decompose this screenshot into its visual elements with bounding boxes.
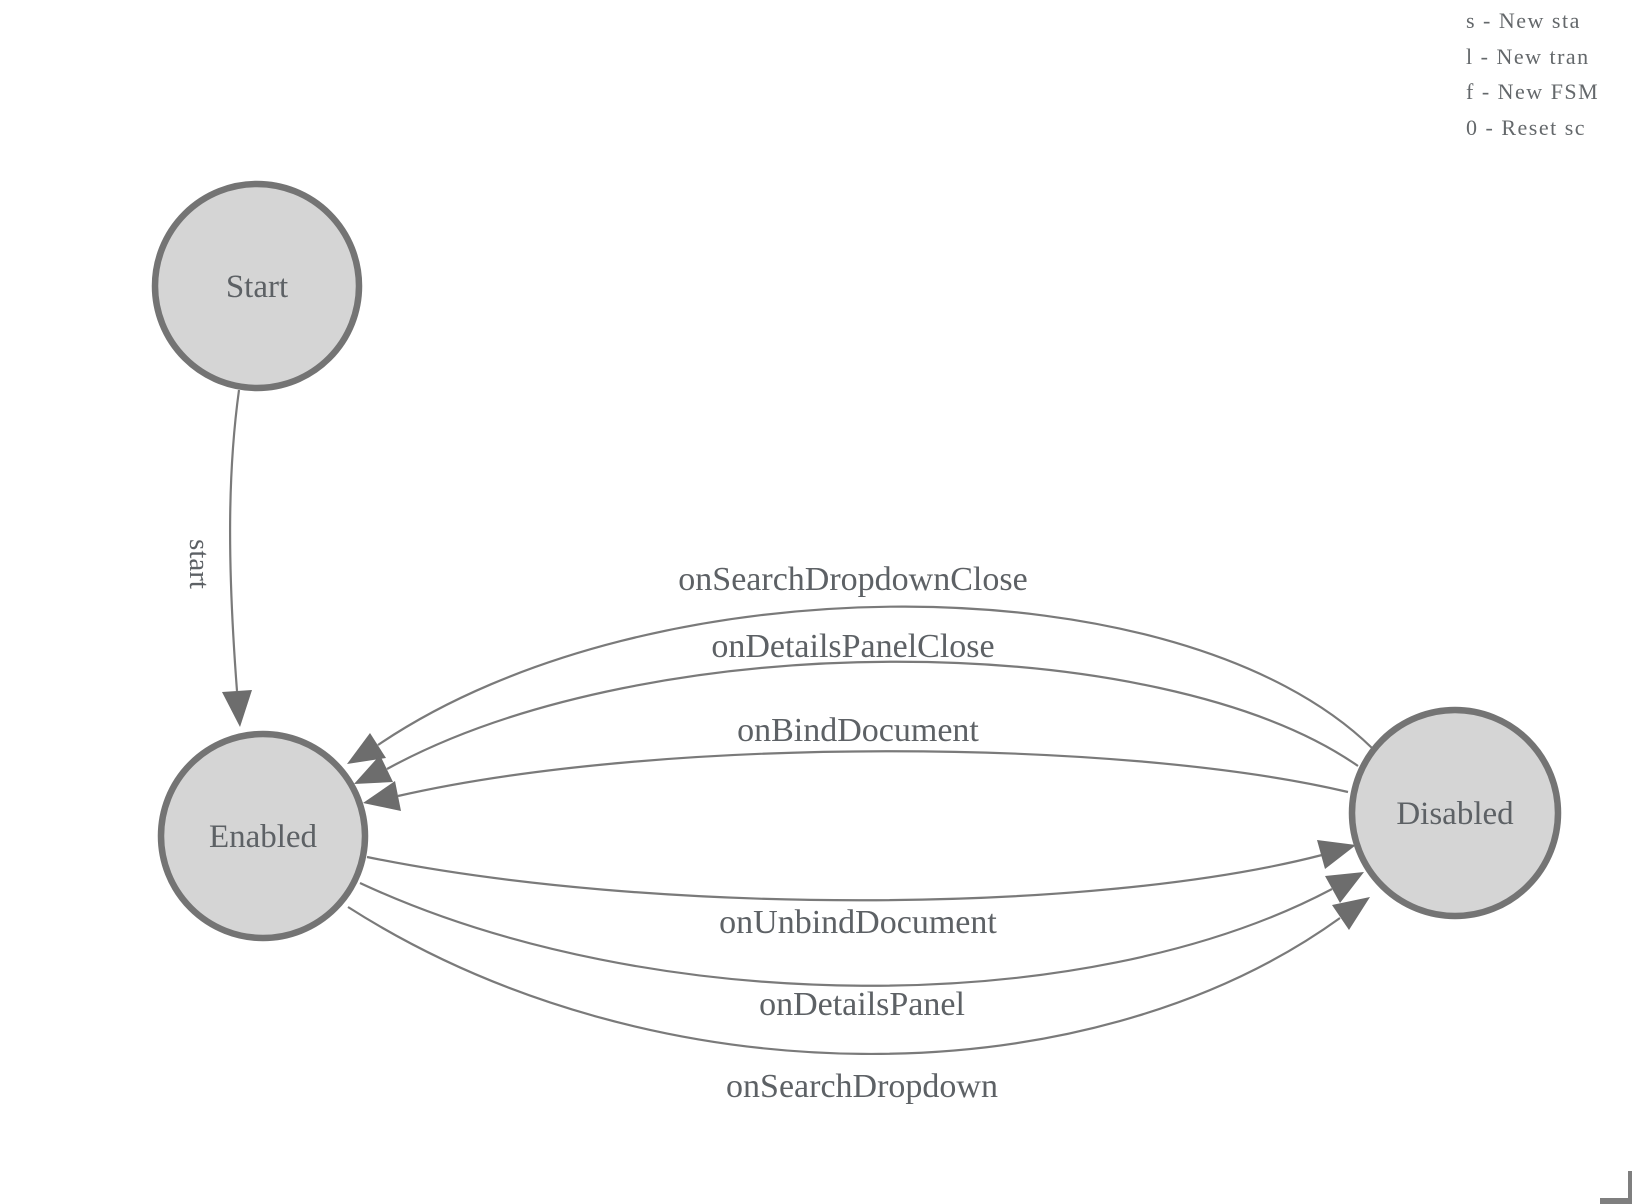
transition-onSearchDropdownClose-label[interactable]: onSearchDropdownClose: [678, 561, 1027, 598]
arrowhead-onBindDocument: [363, 781, 401, 811]
enabled-node-label[interactable]: Enabled: [209, 819, 318, 855]
transition-onBindDocument-edge[interactable]: [397, 750, 1349, 798]
transition-onBindDocument-label[interactable]: onBindDocument: [737, 712, 979, 749]
transition-onUnbindDocument-edge[interactable]: [366, 853, 1323, 902]
legend-line-new-state: s - New sta: [1466, 8, 1581, 33]
enabled-node-circle[interactable]: [157, 730, 369, 942]
arrowhead-onUnbindDocument: [1317, 840, 1356, 869]
start-node-label[interactable]: Start: [226, 269, 288, 305]
transition-labels: start onSearchDropdownClose onDetailsPan…: [183, 539, 1028, 1105]
transition-onSearchDropdown-label[interactable]: onSearchDropdown: [726, 1068, 998, 1105]
legend-line-new-fsm: f - New FSM: [1466, 79, 1600, 104]
legend-line-new-transition: l - New tran: [1466, 43, 1590, 69]
canvas-corner-horizontal-bar: [1600, 1198, 1632, 1204]
disabled-node-circle[interactable]: [1348, 706, 1562, 920]
keyboard-shortcuts-legend: s - New sta l - New tran f - New FSM 0 -…: [1466, 3, 1599, 145]
arrowhead-start: [222, 690, 252, 727]
transition-onSearchDropdownClose-edge[interactable]: [377, 605, 1373, 749]
arrowhead-onDetailsPanel: [1325, 872, 1364, 903]
transition-onDetailsPanelClose-edge[interactable]: [386, 660, 1359, 770]
arrowhead-onDetailsPanelClose: [354, 755, 393, 784]
arrowhead-onSearchDropdownClose: [347, 733, 386, 764]
arrowheads: [222, 690, 1370, 930]
canvas-corner-vertical-bar: [1628, 1171, 1632, 1204]
state-node-enabled: Enabled: [157, 730, 369, 942]
start-node-circle[interactable]: [151, 180, 363, 392]
transition-onDetailsPanelClose-label[interactable]: onDetailsPanelClose: [711, 628, 994, 665]
transition-start-edge[interactable]: [228, 389, 241, 692]
arrowhead-onSearchDropdown: [1332, 897, 1370, 930]
transition-edges: [228, 389, 1373, 1055]
state-node-disabled: Disabled: [1348, 706, 1562, 920]
transition-start-label[interactable]: start: [183, 539, 215, 589]
legend-line-reset: 0 - Reset sc: [1466, 114, 1587, 140]
disabled-node-label[interactable]: Disabled: [1396, 796, 1514, 832]
transition-onDetailsPanel-edge[interactable]: [359, 882, 1333, 987]
state-node-start: Start: [151, 180, 363, 392]
transition-onSearchDropdown-edge[interactable]: [347, 906, 1341, 1055]
transition-onUnbindDocument-label[interactable]: onUnbindDocument: [719, 904, 997, 941]
transition-onDetailsPanel-label[interactable]: onDetailsPanel: [759, 986, 965, 1023]
